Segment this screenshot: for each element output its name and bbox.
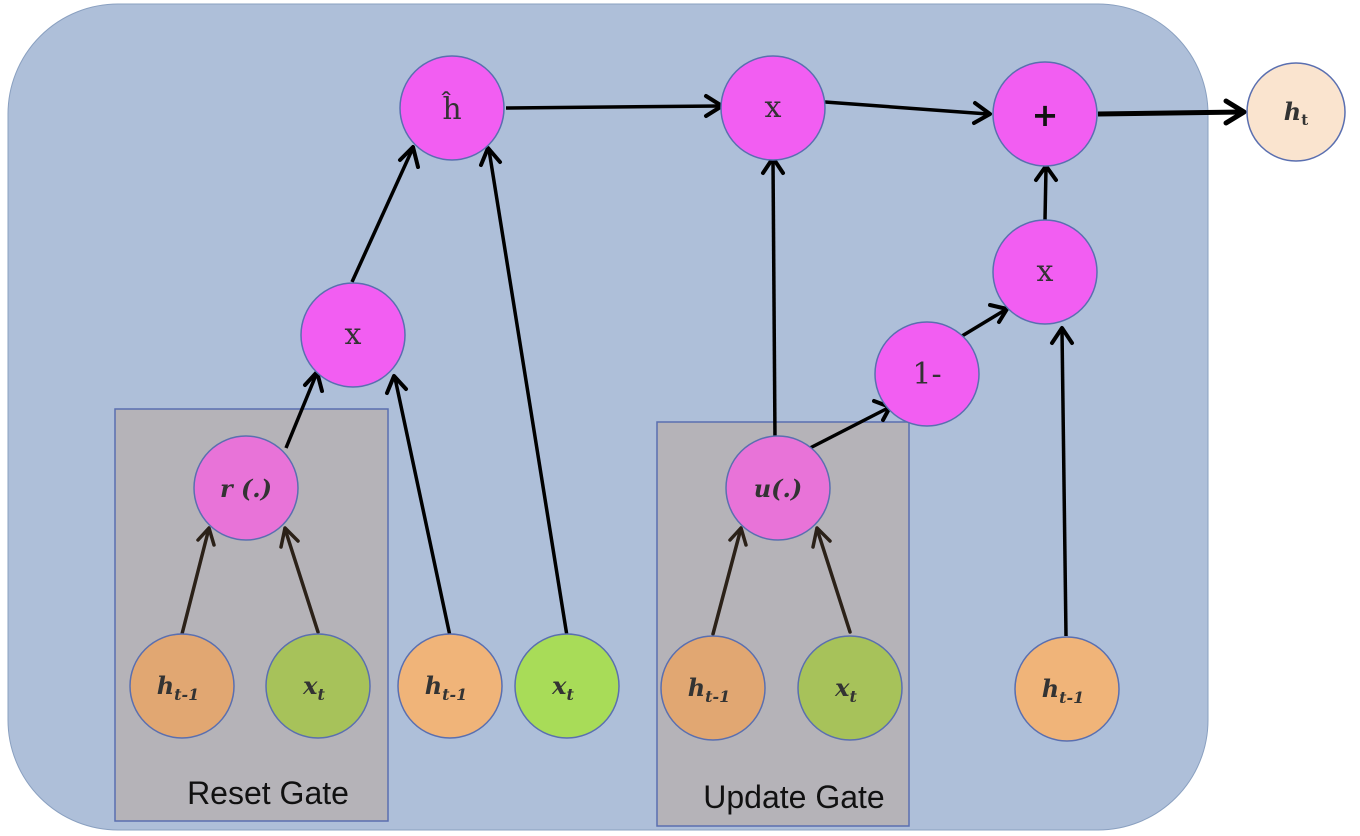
arrow-head bbox=[728, 526, 748, 547]
node-input-h1: ht-1 bbox=[129, 633, 235, 739]
x2-base: x bbox=[551, 671, 567, 700]
node-one-minus: 1- bbox=[874, 321, 980, 427]
arrow-u-to-oneminus bbox=[809, 406, 889, 450]
h1-base: h bbox=[157, 671, 174, 700]
x3-sub: t bbox=[849, 687, 857, 706]
h3-sub: t-1 bbox=[705, 687, 730, 706]
node-output-ht: ht bbox=[1246, 62, 1346, 162]
x2-sub: t bbox=[566, 685, 574, 704]
arrow-x3-to-u bbox=[816, 530, 852, 634]
output-base: h bbox=[1284, 97, 1301, 126]
plus-label: + bbox=[1032, 96, 1059, 134]
h2-base: h bbox=[425, 671, 442, 700]
node-input-x3: xt bbox=[797, 635, 903, 741]
node-h-hat: ĥ bbox=[399, 55, 505, 161]
node-plus: + bbox=[992, 61, 1098, 167]
arrow-oneminus-to-mulright bbox=[961, 308, 1006, 338]
node-input-h2: ht-1 bbox=[397, 633, 503, 739]
reset-gate-label: Reset Gate bbox=[187, 775, 349, 811]
arrow-h3-to-u bbox=[711, 530, 742, 636]
arrow-h4-to-mulright bbox=[1060, 329, 1068, 637]
svg-text:ht-1: ht-1 bbox=[425, 671, 468, 704]
arrow-mulreset-to-hhat bbox=[350, 149, 414, 283]
arrow-head bbox=[988, 303, 1009, 324]
svg-text:ht-1: ht-1 bbox=[157, 671, 200, 704]
h4-sub: t-1 bbox=[1059, 688, 1084, 707]
arrow-hhat-to-mul bbox=[505, 104, 721, 110]
arrow-x2-to-hhat bbox=[487, 149, 569, 637]
node-mul-reset: x bbox=[300, 282, 406, 388]
output-sub: t bbox=[1301, 111, 1308, 129]
arrow-head bbox=[1050, 326, 1074, 345]
arrow-head bbox=[1223, 98, 1247, 126]
node-u-gate: u(.) bbox=[725, 435, 831, 541]
node-input-h4: ht-1 bbox=[1014, 636, 1120, 742]
svg-text:xt: xt bbox=[302, 671, 325, 704]
h4-base: h bbox=[1042, 674, 1059, 703]
update-gate-label: Update Gate bbox=[703, 779, 884, 815]
arrow-x1-to-r bbox=[284, 530, 320, 634]
svg-text:xt: xt bbox=[551, 671, 574, 704]
arrow-mulright-to-plus bbox=[1043, 167, 1048, 221]
mul-top-label: x bbox=[765, 90, 782, 125]
arrow-u-to-multop bbox=[771, 159, 777, 441]
arrow-mul-to-plus bbox=[824, 100, 989, 116]
svg-text:ht-1: ht-1 bbox=[1042, 674, 1085, 707]
svg-text:xt: xt bbox=[834, 673, 857, 706]
arrow-head bbox=[385, 374, 408, 395]
mul-reset-label: x bbox=[345, 317, 362, 352]
h3-base: h bbox=[688, 673, 705, 702]
arrow-h1-to-r bbox=[180, 530, 210, 636]
gate-input-arrows bbox=[180, 526, 852, 636]
arrow-head bbox=[279, 526, 300, 549]
arrow-plus-to-output bbox=[1097, 109, 1243, 117]
h-hat-label: ĥ bbox=[441, 91, 461, 127]
r-gate-label: r (.) bbox=[220, 474, 272, 503]
node-mul-right: x bbox=[992, 219, 1098, 325]
arrow-head bbox=[398, 145, 420, 169]
x1-base: x bbox=[302, 671, 318, 700]
arrows bbox=[284, 94, 1247, 637]
mul-right-label: x bbox=[1037, 254, 1054, 289]
h2-sub: t-1 bbox=[442, 685, 467, 704]
arrow-head bbox=[972, 101, 992, 125]
arrow-h2-to-mulreset bbox=[393, 377, 452, 637]
arrow-head bbox=[479, 146, 502, 167]
one-minus-label: 1- bbox=[912, 357, 941, 392]
arrow-head bbox=[196, 526, 216, 547]
node-input-x2: xt bbox=[514, 633, 620, 739]
arrow-head bbox=[811, 526, 832, 549]
node-r-gate: r (.) bbox=[193, 435, 299, 541]
u-gate-label: u(.) bbox=[754, 474, 803, 503]
svg-text:ht-1: ht-1 bbox=[688, 673, 731, 706]
arrow-r-to-mulreset bbox=[284, 374, 318, 449]
h1-sub: t-1 bbox=[174, 685, 199, 704]
node-input-h3: ht-1 bbox=[660, 635, 766, 741]
node-mul-top: x bbox=[720, 55, 826, 161]
x3-base: x bbox=[834, 673, 850, 702]
svg-text:ht: ht bbox=[1284, 97, 1308, 129]
node-input-x1: xt bbox=[265, 633, 371, 739]
x1-sub: t bbox=[317, 685, 325, 704]
